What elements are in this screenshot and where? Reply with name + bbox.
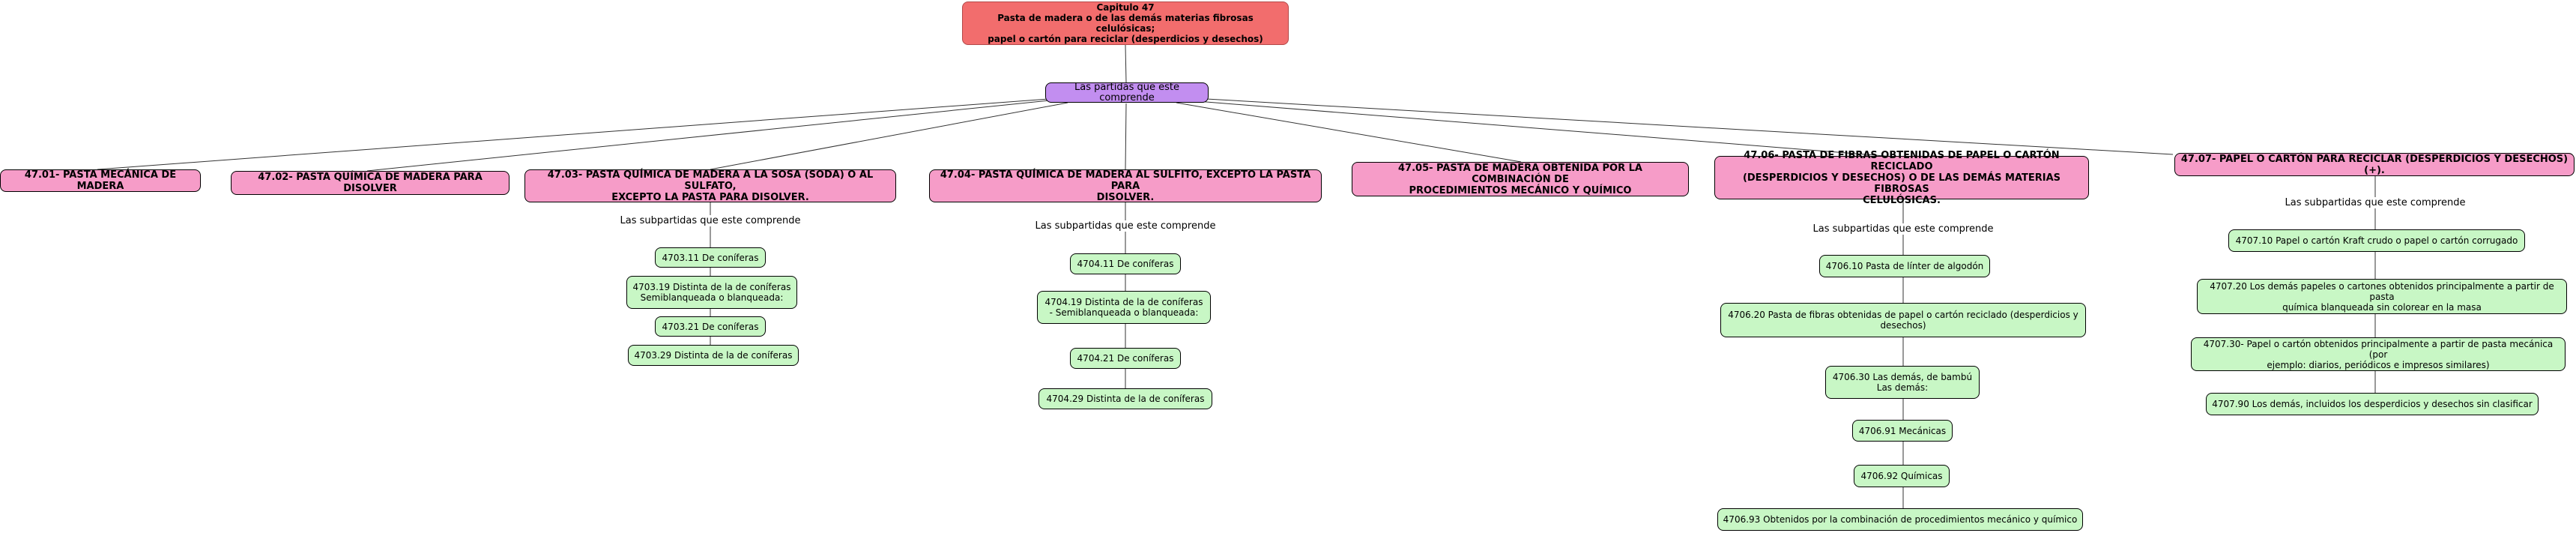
- category-4705-line-2: PROCEDIMIENTOS MECÁNICO Y QUÍMICO: [1409, 184, 1632, 196]
- sub-4703-21[interactable]: 4703.21 De coníferas: [655, 316, 766, 337]
- category-4705[interactable]: 47.05- PASTA DE MADERA OBTENIDA POR LA C…: [1352, 162, 1689, 196]
- sub-4703-19[interactable]: 4703.19 Distinta de la de coníferas Semi…: [626, 276, 797, 309]
- sub-4707-10[interactable]: 4707.10 Papel o cartón Kraft crudo o pap…: [2228, 229, 2525, 252]
- edge-hub-4701: [97, 98, 1050, 170]
- sub-4706-93[interactable]: 4706.93 Obtenidos por la combinación de …: [1717, 508, 2083, 531]
- category-4703-line-2: EXCEPTO LA PASTA PARA DISOLVER.: [611, 191, 809, 203]
- link-label-4706: Las subpartidas que este comprende: [1811, 223, 1995, 235]
- category-4702-label: 47.02- PASTA QUÍMICA DE MADERA PARA DISO…: [258, 172, 483, 194]
- category-4706-line-3: CELULÓSICAS.: [1863, 194, 1941, 206]
- edge-hub-4705: [1176, 102, 1522, 163]
- sub-4703-11[interactable]: 4703.11 De coníferas: [655, 247, 766, 268]
- sub-4707-20[interactable]: 4707.20 Los demás papeles o cartones obt…: [2197, 279, 2567, 314]
- link-label-4707: Las subpartidas que este comprende: [2283, 197, 2467, 208]
- sub-4704-21[interactable]: 4704.21 De coníferas: [1070, 348, 1181, 369]
- edge-hub-4704: [1125, 103, 1127, 170]
- sub-4704-19[interactable]: 4704.19 Distinta de la de coníferas - Se…: [1037, 291, 1211, 324]
- sub-4703-29[interactable]: 4703.29 Distinta de la de coníferas: [628, 345, 799, 366]
- root-line-2: Pasta de madera o de las demás materias …: [997, 13, 1254, 34]
- root-line-3: papel o cartón para reciclar (desperdici…: [988, 34, 1263, 44]
- sub-4706-92[interactable]: 4706.92 Químicas: [1854, 465, 1950, 487]
- category-4703-line-1: 47.03- PASTA QUÍMICA DE MADERA A LA SOSA…: [547, 169, 874, 192]
- sub-4706-10[interactable]: 4706.10 Pasta de línter de algodón: [1819, 255, 1990, 277]
- category-4706-line-1: 47.06- PASTA DE FIBRAS OBTENIDAS DE PAPE…: [1744, 149, 2060, 172]
- link-label-4703: Las subpartidas que este comprende: [618, 215, 802, 226]
- root-line-1: Capitulo 47: [1096, 2, 1155, 13]
- category-4701-label: 47.01- PASTA MECÁNICA DE MADERA: [24, 169, 177, 192]
- category-4707-label: 47.07- PAPEL O CARTÓN PARA RECICLAR (DES…: [2180, 153, 2569, 176]
- sub-4707-30[interactable]: 4707.30- Papel o cartón obtenidos princi…: [2191, 337, 2566, 371]
- sub-4706-30[interactable]: 4706.30 Las demás, de bambú Las demás:: [1825, 366, 1980, 399]
- sub-4706-20[interactable]: 4706.20 Pasta de fibras obtenidas de pap…: [1720, 303, 2086, 337]
- edge-hub-4706: [1187, 100, 1904, 158]
- category-4703[interactable]: 47.03- PASTA QUÍMICA DE MADERA A LA SOSA…: [524, 169, 896, 203]
- edge-hub-4703: [710, 102, 1068, 170]
- hub-label: Las partidas que este comprende: [1074, 81, 1179, 103]
- chapter-root-node[interactable]: Capitulo 47 Pasta de madera o de las dem…: [962, 1, 1289, 45]
- sub-4706-91[interactable]: 4706.91 Mecánicas: [1852, 420, 1953, 442]
- sub-4704-29[interactable]: 4704.29 Distinta de la de coníferas: [1038, 388, 1212, 409]
- category-4702[interactable]: 47.02- PASTA QUÍMICA DE MADERA PARA DISO…: [231, 171, 510, 195]
- sub-4707-90[interactable]: 4707.90 Los demás, incluidos los desperd…: [2206, 393, 2539, 415]
- hub-partidas-node[interactable]: Las partidas que este comprende: [1045, 82, 1209, 103]
- link-label-4704: Las subpartidas que este comprende: [1033, 220, 1218, 232]
- category-4701[interactable]: 47.01- PASTA MECÁNICA DE MADERA: [0, 169, 201, 192]
- edge-hub-4707: [1206, 98, 2174, 155]
- category-4704[interactable]: 47.04- PASTA QUÍMICA DE MADERA AL SULFIT…: [929, 169, 1322, 203]
- category-4706[interactable]: 47.06- PASTA DE FIBRAS OBTENIDAS DE PAPE…: [1714, 150, 2089, 206]
- category-4704-line-2: DISOLVER.: [1096, 191, 1155, 203]
- category-4704-line-1: 47.04- PASTA QUÍMICA DE MADERA AL SULFIT…: [940, 169, 1311, 192]
- category-4706-line-2: (DESPERDICIOS Y DESECHOS) O DE LAS DEMÁS…: [1742, 172, 2061, 195]
- category-4707[interactable]: 47.07- PAPEL O CARTÓN PARA RECICLAR (DES…: [2174, 153, 2575, 176]
- sub-4704-11[interactable]: 4704.11 De coníferas: [1070, 253, 1181, 274]
- edge-hub-4702: [366, 100, 1050, 172]
- category-4705-line-1: 47.05- PASTA DE MADERA OBTENIDA POR LA C…: [1398, 162, 1642, 185]
- edge-root-hub: [1125, 44, 1127, 83]
